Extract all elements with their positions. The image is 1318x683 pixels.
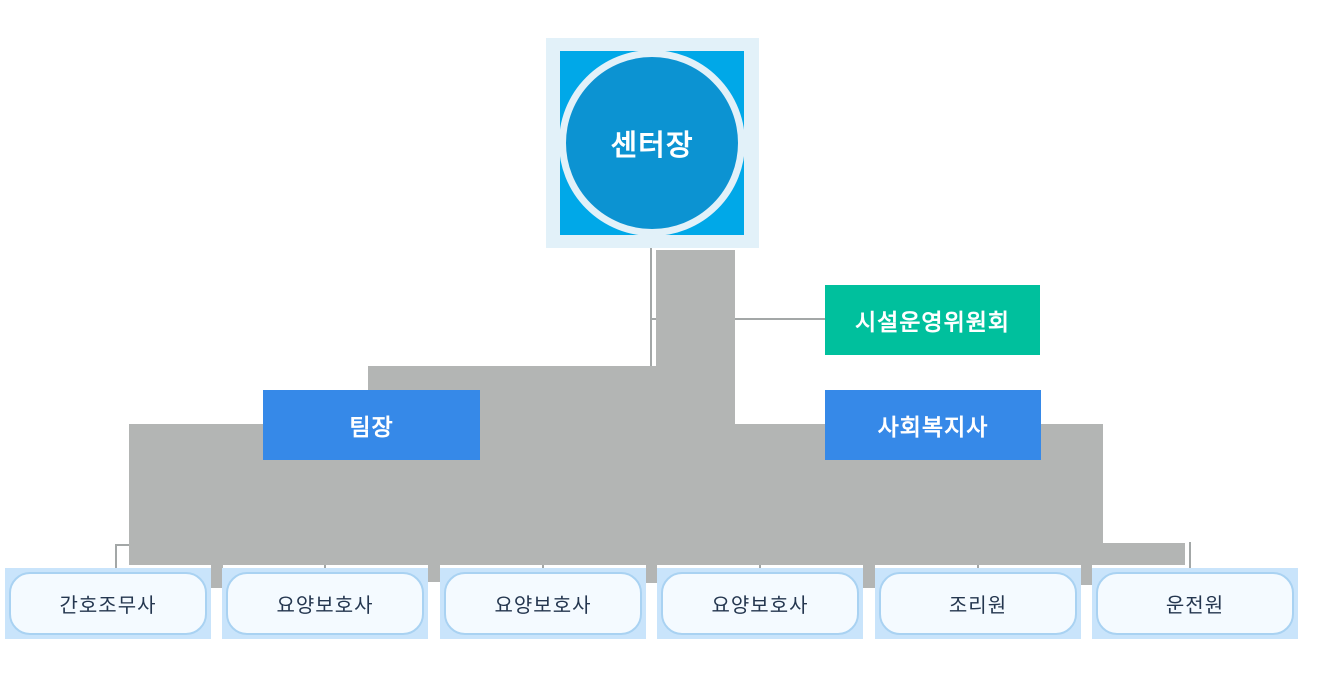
staff-node-driver: 운전원	[1092, 568, 1298, 639]
staff-card-label: 요양보호사	[444, 572, 642, 635]
connector-staff6-vline	[1189, 542, 1191, 570]
staff-card-label: 운전원	[1096, 572, 1294, 635]
node-team-leader: 팀장	[263, 390, 480, 460]
connector-staff4-stub	[759, 562, 761, 569]
staff-node-care-worker-2: 요양보호사	[440, 568, 646, 639]
connector-staff2-stub	[324, 562, 326, 569]
connector-staff5-stub	[977, 562, 979, 569]
connector-gap-tab-4	[863, 565, 875, 588]
staff-card-label: 간호조무사	[9, 572, 207, 635]
connector-staff1-hline	[115, 544, 131, 546]
node-facility-committee: 시설운영위원회	[825, 285, 1040, 355]
staff-node-cook: 조리원	[875, 568, 1081, 639]
staff-node-nursing-assistant: 간호조무사	[5, 568, 211, 639]
staff-card-label: 조리원	[879, 572, 1077, 635]
staff-card-label: 요양보호사	[226, 572, 424, 635]
connector-gap-tab-1	[211, 565, 223, 588]
staff-node-care-worker-3: 요양보호사	[657, 568, 863, 639]
staff-card-label: 요양보호사	[661, 572, 859, 635]
connector-root-vline	[650, 248, 652, 368]
node-social-worker: 사회복지사	[825, 390, 1041, 460]
connector-staff1-vline	[115, 544, 117, 570]
connector-gap-tab-3	[646, 565, 657, 583]
connector-staff3-stub	[542, 562, 544, 569]
staff-node-care-worker-1: 요양보호사	[222, 568, 428, 639]
connector-right-step	[1103, 543, 1185, 565]
connector-gap-tab-5	[1081, 565, 1092, 585]
connector-committee-hline	[652, 318, 825, 320]
connector-gap-tab-2	[428, 565, 440, 582]
root-node-center-director: 센터장	[559, 50, 745, 236]
